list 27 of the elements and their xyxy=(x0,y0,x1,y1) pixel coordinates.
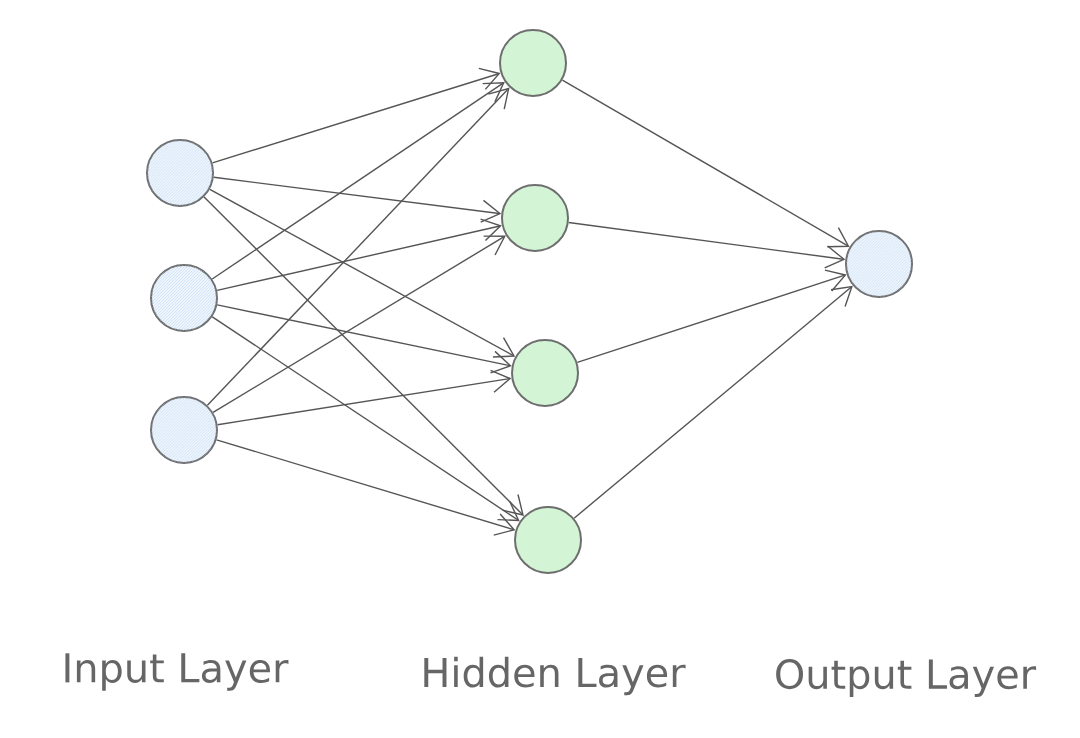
neuron-circle xyxy=(146,139,214,207)
arrow xyxy=(561,79,850,248)
arrow xyxy=(206,87,510,407)
neuron-circle xyxy=(499,29,567,97)
layer-label: Output Layer xyxy=(776,659,1037,697)
neuron-circle xyxy=(150,264,218,332)
arrow xyxy=(215,439,516,536)
arrow xyxy=(209,188,516,358)
arrow xyxy=(203,196,524,516)
neuron-circle xyxy=(511,339,579,407)
neuron-circle xyxy=(514,506,582,574)
arrow xyxy=(216,218,502,292)
neuron-circle xyxy=(501,184,569,252)
arrow xyxy=(573,285,853,519)
layer-label: Input Layer xyxy=(65,653,289,691)
arrow xyxy=(211,82,505,280)
arrow xyxy=(211,316,520,522)
arrow xyxy=(216,369,512,426)
layer-label: Hidden Layer xyxy=(424,656,686,696)
arrow xyxy=(568,221,846,269)
neuron-circle xyxy=(150,396,218,464)
neuron-circle xyxy=(845,230,913,298)
arrow xyxy=(213,176,502,223)
arrow xyxy=(212,235,506,414)
arrow xyxy=(576,269,847,364)
arrow xyxy=(216,304,512,374)
arrow xyxy=(211,67,501,164)
